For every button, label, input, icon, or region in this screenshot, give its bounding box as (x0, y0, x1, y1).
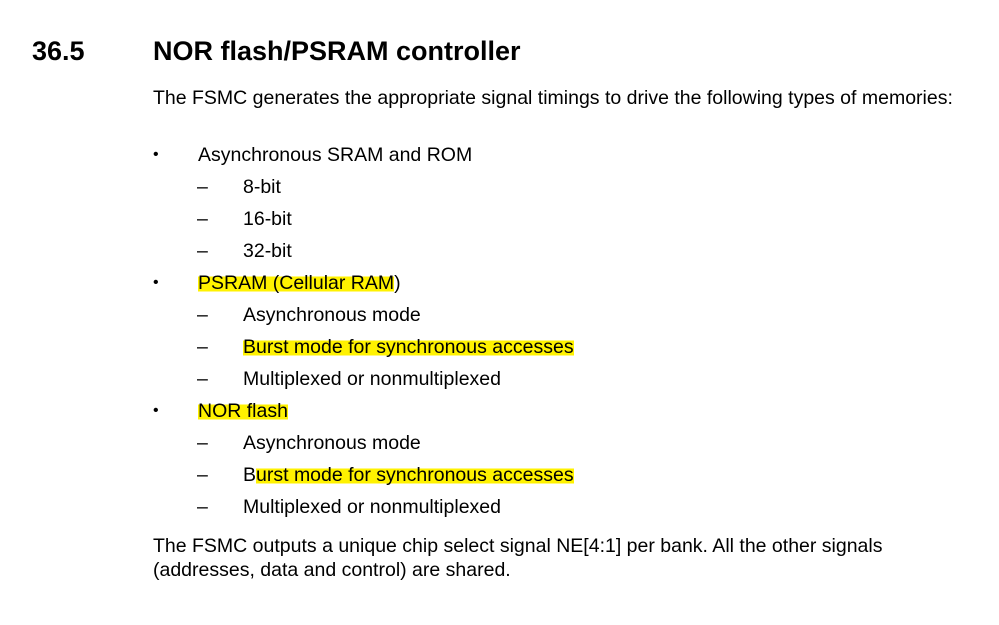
dash-icon: – (197, 336, 208, 358)
dash-icon: – (197, 432, 208, 454)
sub-list-item-label: Asynchronous mode (243, 432, 421, 454)
highlighted-text: NOR flash (198, 400, 288, 422)
bullet-icon: • (153, 402, 159, 419)
intro-paragraph: The FSMC generates the appropriate signa… (153, 87, 953, 109)
sub-list-item-label: 8-bit (243, 176, 281, 198)
list-item-label: PSRAM (Cellular RAM) (198, 270, 401, 296)
dash-icon: – (197, 304, 208, 326)
list-item-label: Asynchronous SRAM and ROM (198, 144, 473, 166)
sub-list-item-label: Burst mode for synchronous accesses (243, 334, 574, 360)
dash-icon: – (197, 176, 208, 198)
bullet-icon: • (153, 146, 159, 163)
list-item-label: NOR flash (198, 398, 288, 424)
highlighted-text: Burst mode for synchronous accesses (243, 336, 574, 358)
dash-icon: – (197, 240, 208, 262)
outro-paragraph: The FSMC outputs a unique chip select si… (153, 535, 883, 581)
dash-icon: – (197, 496, 208, 518)
label-suffix: ) (394, 272, 401, 294)
sub-list-item-label: 32-bit (243, 240, 292, 262)
section-number: 36.5 (32, 36, 85, 66)
highlighted-text: urst mode for synchronous accesses (256, 464, 574, 486)
label-prefix: B (243, 464, 257, 486)
dash-icon: – (197, 368, 208, 390)
sub-list-item-label: Multiplexed or nonmultiplexed (243, 496, 501, 518)
sub-list-item-label: Burst mode for synchronous accesses (243, 462, 574, 488)
dash-icon: – (197, 208, 208, 230)
section-title: NOR flash/PSRAM controller (153, 36, 521, 66)
sub-list-item-label: Multiplexed or nonmultiplexed (243, 368, 501, 390)
sub-list-item-label: 16-bit (243, 208, 292, 230)
bullet-icon: • (153, 274, 159, 291)
dash-icon: – (197, 464, 208, 486)
highlighted-text: PSRAM (Cellular RAM (198, 272, 395, 294)
sub-list-item-label: Asynchronous mode (243, 304, 421, 326)
